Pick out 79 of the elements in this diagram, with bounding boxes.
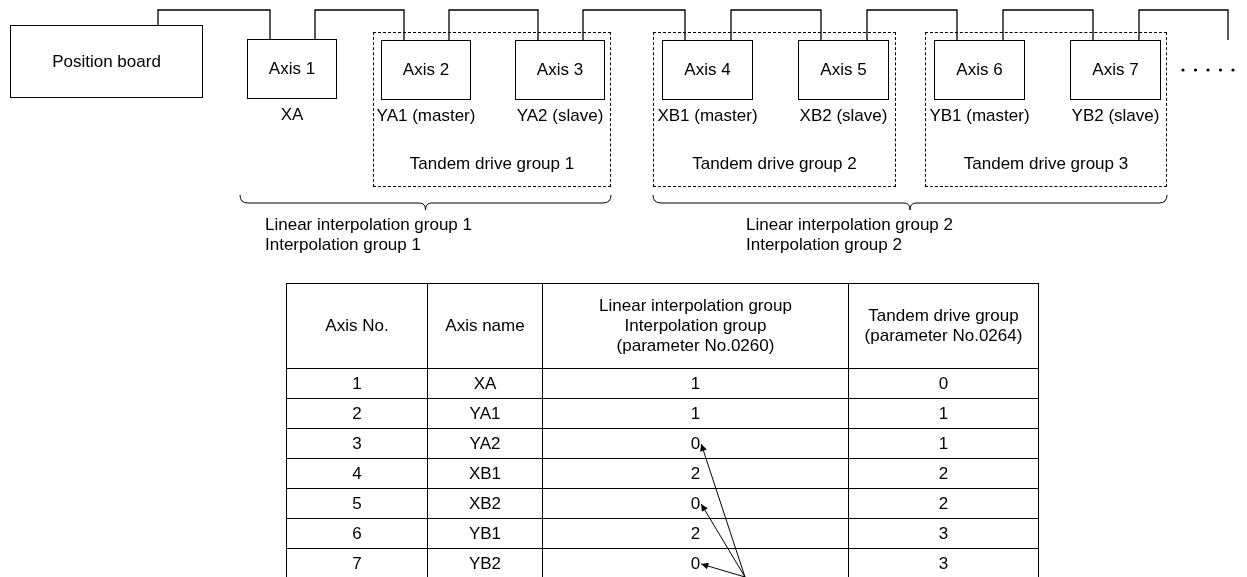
axis-box — [515, 40, 605, 100]
connection-line — [448, 9, 539, 41]
axis-name: XB2 — [468, 493, 502, 513]
group-title: Tandem drive group 2 — [691, 153, 858, 174]
axis-caption: YA2 (slave) — [515, 105, 605, 126]
group-number: 2 — [938, 493, 949, 513]
group-number: 3 — [938, 553, 949, 573]
axis-number: 4 — [352, 463, 362, 483]
group-number: 0 — [690, 433, 701, 453]
group-number: 0 — [690, 553, 701, 573]
group-note: Linear interpolation group 2 — [746, 214, 953, 235]
axis-name: XB1 — [468, 463, 502, 483]
box-label: Axis 2 — [402, 60, 450, 80]
group-number: 2 — [938, 463, 949, 483]
axis-caption: XA — [279, 104, 305, 125]
axis-caption: YB1 (master) — [928, 105, 1031, 126]
axis-number: 6 — [352, 523, 362, 543]
axis-name: YB2 — [468, 553, 502, 573]
column-header: Linear interpolation group — [598, 296, 793, 316]
axis-box — [662, 40, 753, 100]
axis-box — [247, 39, 337, 99]
connection-line — [157, 9, 271, 40]
group-number: 2 — [690, 463, 701, 483]
column-header: Axis name — [444, 316, 526, 336]
axis-name: YB1 — [468, 523, 502, 543]
pointer-arrow — [700, 503, 746, 577]
pointer-arrow — [700, 443, 746, 577]
axis-number: 2 — [352, 403, 362, 423]
axis-box — [798, 40, 889, 100]
group-number: 1 — [690, 403, 701, 423]
group-number: 1 — [938, 403, 949, 423]
axis-name: XA — [473, 373, 497, 393]
axis-box — [381, 40, 471, 100]
axis-number: 1 — [352, 373, 362, 393]
box-label: Axis 5 — [820, 60, 867, 80]
group-number: 2 — [690, 523, 701, 543]
axis-name: YA2 — [469, 433, 501, 453]
box-label: Axis 1 — [268, 59, 316, 79]
connection-line — [730, 9, 822, 41]
axis-caption: YB2 (slave) — [1070, 105, 1161, 126]
connection-line — [582, 9, 686, 41]
group-number: 3 — [938, 523, 949, 543]
axis-caption: YA1 (master) — [375, 105, 477, 126]
box-label: Axis 4 — [684, 60, 731, 80]
group-number: 0 — [938, 373, 949, 393]
group-number: 1 — [938, 433, 949, 453]
pointer-arrow — [700, 562, 746, 577]
box-label: Axis 7 — [1092, 60, 1139, 80]
axis-box — [1070, 40, 1161, 100]
axis-number: 5 — [352, 493, 362, 513]
connection-line — [1138, 9, 1229, 41]
connection-line — [866, 9, 958, 41]
box-label: Axis 3 — [536, 60, 584, 80]
tandem-group-frame — [653, 32, 896, 187]
connection-line — [1002, 9, 1094, 41]
group-number: 1 — [690, 373, 701, 393]
tandem-group-frame — [925, 32, 1167, 187]
axis-caption: XB2 (slave) — [798, 105, 889, 126]
column-header: (parameter No.0260) — [615, 336, 776, 356]
group-title: Tandem drive group 3 — [962, 153, 1130, 174]
axis-box — [934, 40, 1025, 100]
board-box — [10, 25, 203, 98]
group-note: Interpolation group 2 — [746, 234, 902, 255]
connection-line — [314, 9, 405, 41]
group-number: 0 — [690, 493, 701, 513]
axis-number: 7 — [352, 553, 362, 573]
axis-caption: XB1 (master) — [656, 105, 759, 126]
group-note: Interpolation group 1 — [265, 234, 421, 255]
column-header: Axis No. — [324, 316, 390, 336]
axis-name: YA1 — [469, 403, 501, 423]
group-title: Tandem drive group 1 — [408, 153, 576, 174]
column-header: Tandem drive group — [867, 306, 1020, 326]
column-header: (parameter No.0264) — [863, 326, 1024, 346]
axis-number: 3 — [352, 433, 362, 453]
group-note: Linear interpolation group 1 — [265, 214, 472, 235]
box-label: Position board — [52, 51, 161, 72]
tandem-group-frame — [373, 32, 611, 187]
column-header: Interpolation group — [623, 316, 768, 336]
box-label: Axis 6 — [956, 60, 1003, 80]
